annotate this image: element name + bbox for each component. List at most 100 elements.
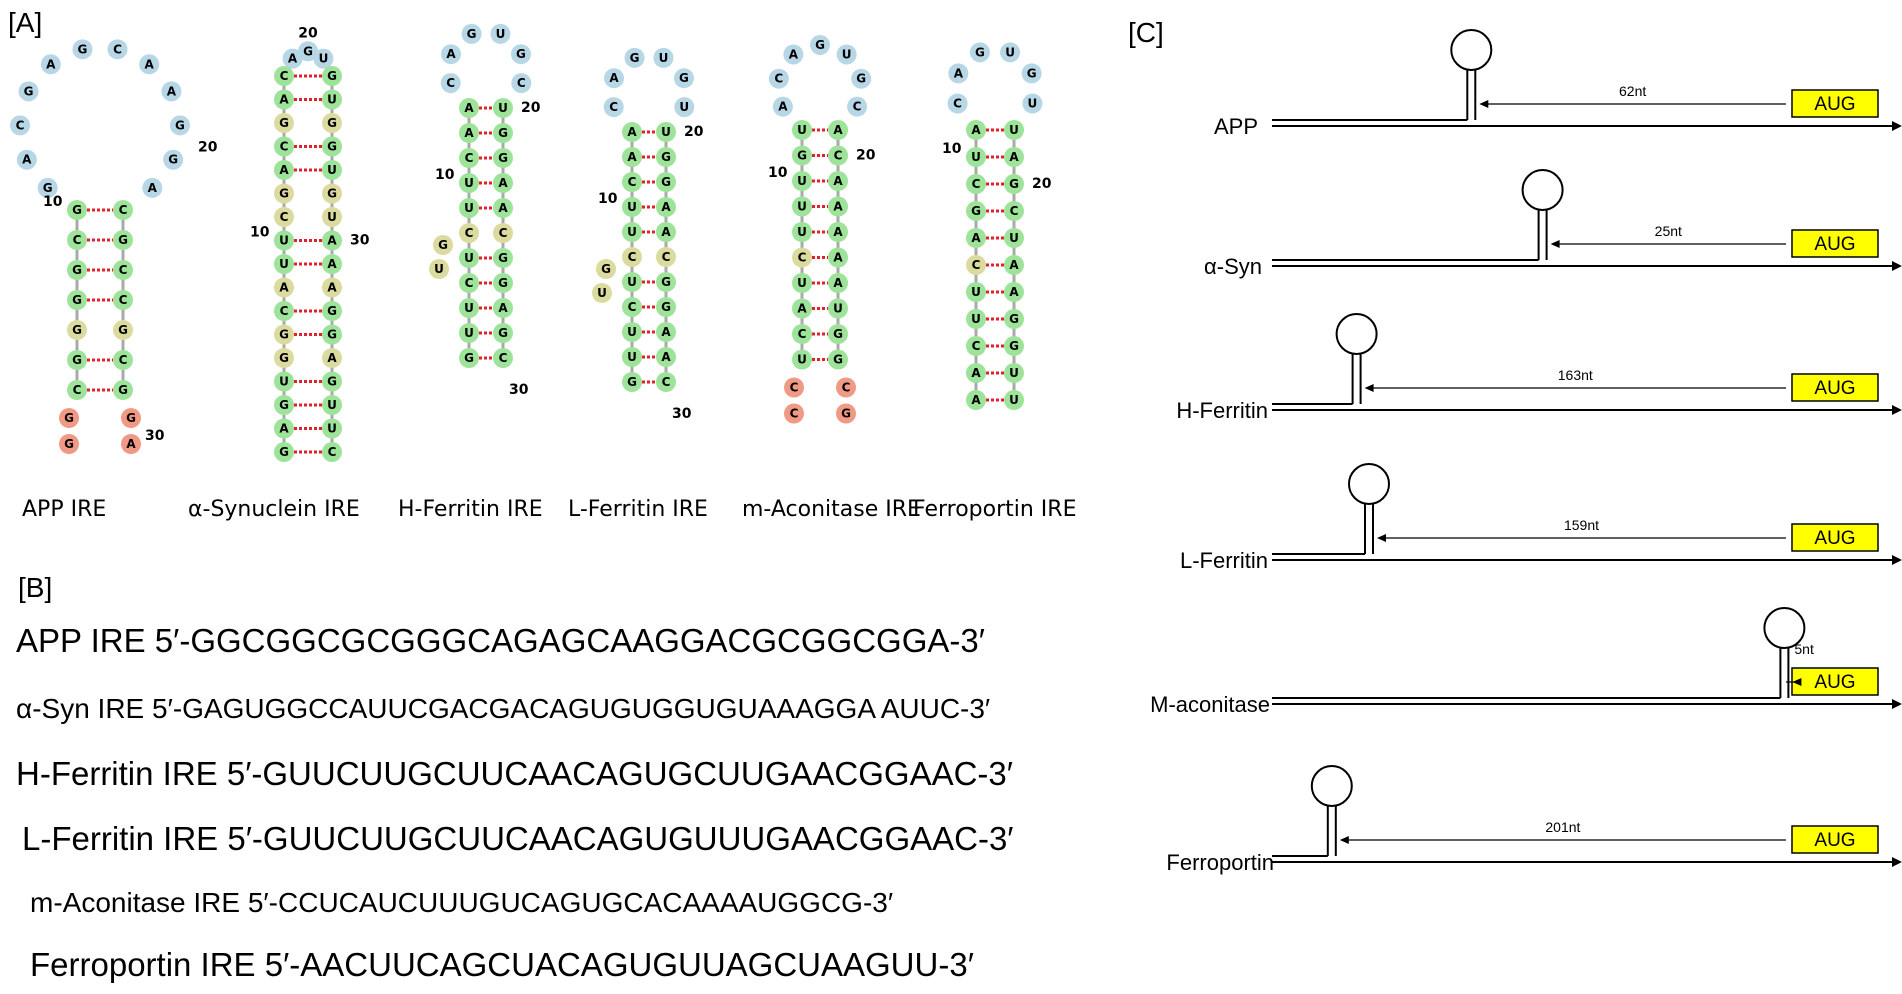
- svg-text:A: A: [833, 276, 843, 290]
- svg-text:A: A: [833, 251, 843, 265]
- svg-text:G: G: [464, 351, 474, 365]
- svg-text:U: U: [627, 200, 637, 214]
- svg-text:G: G: [467, 27, 477, 41]
- stem-nucleotide-left: U: [792, 273, 812, 293]
- position-number: 20: [298, 25, 318, 41]
- gene-label: APP: [1214, 114, 1258, 139]
- svg-text:U: U: [627, 275, 637, 289]
- svg-text:A: A: [661, 225, 671, 239]
- svg-text:G: G: [1027, 66, 1037, 80]
- svg-text:A: A: [833, 174, 843, 188]
- position-number: 10: [43, 194, 63, 210]
- stem-nucleotide-right: A: [1004, 147, 1024, 167]
- stem-nucleotide-right: G: [322, 301, 342, 321]
- svg-text:A: A: [446, 47, 456, 61]
- svg-text:C: C: [834, 149, 843, 163]
- svg-text:A: A: [1009, 258, 1019, 272]
- loop-nucleotide: A: [16, 149, 37, 170]
- svg-text:C: C: [628, 250, 637, 264]
- stem-nucleotide-left: A: [274, 277, 294, 298]
- svg-text:U: U: [464, 326, 474, 340]
- stem-nucleotide-right: G: [113, 230, 133, 250]
- svg-text:U: U: [627, 325, 637, 339]
- svg-text:A: A: [22, 153, 32, 167]
- svg-text:G: G: [175, 118, 185, 132]
- hairpin-loop: [1450, 29, 1493, 71]
- bulge-nucleotide: U: [592, 283, 612, 303]
- stem-nucleotide-right: C: [1004, 201, 1024, 221]
- stem-nucleotide-right: G: [656, 297, 676, 317]
- tail-nucleotide: G: [59, 408, 79, 428]
- svg-text:U: U: [279, 234, 289, 248]
- stem-nucleotide-left: A: [459, 98, 479, 118]
- aug-label: AUG: [1814, 94, 1855, 115]
- tail-nucleotide: C: [784, 377, 804, 398]
- bulge-nucleotide: U: [429, 259, 449, 279]
- position-number: 30: [145, 428, 165, 444]
- svg-text:G: G: [327, 69, 337, 83]
- position-number: 20: [521, 100, 541, 116]
- stem-nucleotide-left: G: [67, 350, 87, 370]
- svg-text:U: U: [971, 150, 981, 164]
- svg-text:U: U: [627, 225, 637, 239]
- aug-label: AUG: [1814, 234, 1855, 255]
- stem-nucleotide-left: A: [966, 228, 986, 248]
- stem-nucleotide-left: G: [274, 113, 294, 133]
- structure-caption: m-Aconitase IRE: [742, 497, 921, 522]
- stem-nucleotide-left: A: [792, 298, 812, 319]
- svg-text:G: G: [327, 187, 337, 201]
- svg-text:G: G: [327, 304, 337, 318]
- loop-nucleotide: U: [313, 48, 334, 69]
- svg-text:C: C: [953, 97, 962, 111]
- svg-text:A: A: [145, 57, 155, 71]
- aug-box: [1791, 89, 1879, 118]
- svg-text:C: C: [628, 175, 637, 189]
- stem-nucleotide-left: C: [274, 207, 294, 227]
- stem-nucleotide-right: A: [322, 254, 342, 274]
- stem-nucleotide-right: A: [493, 298, 513, 318]
- svg-text:C: C: [774, 72, 783, 86]
- loop-nucleotide: A: [282, 48, 303, 69]
- svg-text:U: U: [1028, 97, 1038, 111]
- svg-text:A: A: [279, 93, 289, 107]
- aug-box: [1791, 825, 1879, 854]
- position-number: 20: [684, 124, 704, 140]
- svg-text:G: G: [78, 42, 88, 56]
- sequence-letters: 5′-GAGUGGCCAUUCGACGACAGUGUGGUGUAAAGGA AU…: [152, 693, 990, 724]
- svg-text:G: G: [279, 445, 289, 459]
- svg-text:G: G: [72, 323, 82, 337]
- svg-text:C: C: [972, 339, 981, 353]
- loop-nucleotide: A: [441, 44, 462, 65]
- sequence-line: L-Ferritin IRE 5′-GUUCUUGCUUCAACAGUGUUUG…: [22, 820, 1014, 857]
- aug-label: AUG: [1814, 830, 1855, 851]
- sequence-letters: 5′-CCUCAUCUUUGUCAGUGCACAAAAUGGCG-3′: [248, 887, 893, 918]
- svg-text:A: A: [498, 201, 508, 215]
- stem-nucleotide-right: G: [828, 324, 848, 344]
- aug-label: AUG: [1814, 378, 1855, 399]
- hairpin-loop: [1348, 463, 1390, 505]
- svg-text:U: U: [1009, 123, 1019, 137]
- stem-nucleotide-left: U: [622, 197, 642, 217]
- stem-nucleotide-left: U: [274, 230, 294, 251]
- loop-nucleotide: G: [510, 44, 531, 65]
- svg-text:A: A: [464, 126, 474, 140]
- svg-text:G: G: [168, 153, 178, 167]
- position-number: 30: [350, 233, 370, 249]
- loop-nucleotide: C: [10, 115, 31, 136]
- distance-label: 5nt: [1794, 641, 1814, 657]
- stem-nucleotide-left: C: [67, 380, 87, 400]
- loop-nucleotide: C: [947, 93, 968, 114]
- stem-nucleotide-right: G: [656, 272, 676, 292]
- svg-text:U: U: [597, 286, 607, 300]
- svg-text:U: U: [279, 375, 289, 389]
- stem-nucleotide-right: U: [1004, 390, 1024, 410]
- stem-nucleotide-left: U: [792, 120, 812, 140]
- loop-nucleotide: A: [604, 68, 625, 89]
- structure-caption: α-Synuclein IRE: [188, 497, 360, 522]
- svg-text:C: C: [1010, 204, 1019, 218]
- position-number: 10: [768, 165, 788, 181]
